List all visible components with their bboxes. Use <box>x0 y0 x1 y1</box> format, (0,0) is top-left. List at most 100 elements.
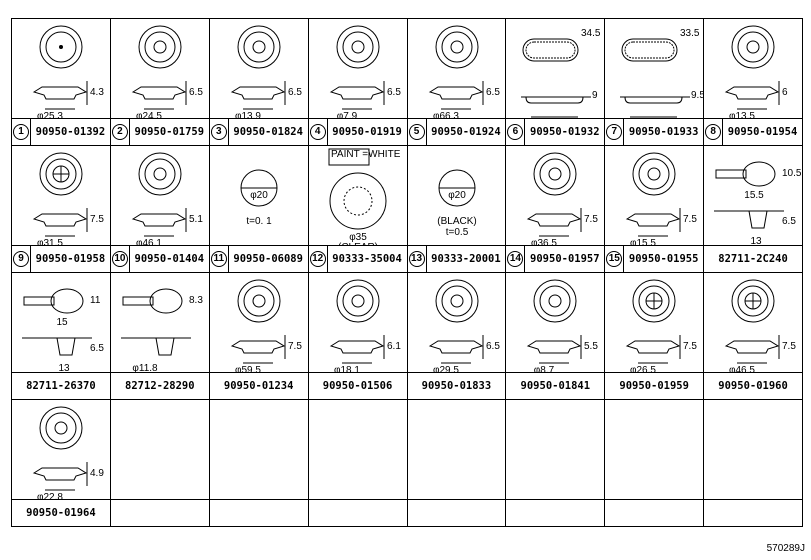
part-number-cell[interactable]: 12 90333-35004 <box>308 246 408 273</box>
dimension-label: φ46.5 <box>729 365 755 373</box>
part-number[interactable]: 90950-01957 <box>530 253 600 265</box>
part-number[interactable]: 90950-01933 <box>628 126 699 138</box>
callout-circle: 12 <box>309 251 326 267</box>
part-number[interactable]: 90950-06089 <box>233 253 303 265</box>
part-number[interactable]: 90950-01932 <box>530 126 600 138</box>
part-number[interactable]: 90950-01404 <box>134 253 205 265</box>
part-number-cell[interactable]: 90950-01833 <box>407 373 507 400</box>
dimension-label: φ31.5 <box>37 238 63 246</box>
part-number-cell[interactable]: 90950-01841 <box>506 373 606 400</box>
part-number[interactable]: 90950-01960 <box>718 380 788 392</box>
part-number[interactable]: 90950-01958 <box>35 253 106 265</box>
dimension-label: φ35 <box>349 232 367 243</box>
part-number-cell[interactable]: 82712-28290 <box>110 373 210 400</box>
part-number[interactable]: 90950-01759 <box>134 126 205 138</box>
part-number[interactable]: 90950-01955 <box>628 253 699 265</box>
part-number[interactable]: 82711-26370 <box>26 380 96 392</box>
dimension-label: φ18.1 <box>334 365 360 373</box>
dimension-label: 15 <box>56 317 68 328</box>
oval-plug-drawing: 34.574.59 <box>521 28 601 118</box>
part-number-cell[interactable]: 82711-2C240 <box>704 246 803 273</box>
dimension-label: φ13.5 <box>729 111 755 119</box>
callout-circle: 4 <box>309 124 326 140</box>
part-number-cell[interactable]: 82711-26370 <box>12 373 111 400</box>
dimension-label: φ24.5 <box>136 111 162 119</box>
empty-cell <box>704 500 803 527</box>
dimension-label: 33.5 <box>680 28 700 39</box>
empty-cell <box>605 400 705 500</box>
part-number[interactable]: 90950-01919 <box>332 126 402 138</box>
callout-circle: 15 <box>606 251 623 267</box>
oval-plug-icon[interactable]: 34.574.59 <box>506 19 606 119</box>
dimension-label: PAINT =WHITE <box>331 149 401 160</box>
part-number-cell[interactable]: 4 90950-01919 <box>308 119 408 146</box>
part-number[interactable]: 90950-01959 <box>619 380 689 392</box>
part-number[interactable]: 90950-01234 <box>223 380 294 392</box>
part-number[interactable]: 90950-01392 <box>35 126 106 138</box>
part-number[interactable]: 90950-01924 <box>431 126 501 138</box>
tape-disc-icon[interactable]: φ20(BLACK)t=0.5 <box>407 146 507 246</box>
part-number[interactable]: 90950-01506 <box>322 380 393 392</box>
part-number-cell[interactable]: 90950-01960 <box>704 373 803 400</box>
dimension-label: 9 <box>592 90 598 101</box>
oval-plug-icon[interactable]: 33.593.99.5 <box>605 19 705 119</box>
part-number-cell[interactable]: 90950-01964 <box>12 500 111 527</box>
part-number[interactable]: 90333-35004 <box>332 253 402 265</box>
part-number-cell[interactable]: 15 90950-01955 <box>605 246 705 273</box>
part-number[interactable]: 90950-01841 <box>520 380 591 392</box>
part-number[interactable]: 82711-2C240 <box>718 253 788 265</box>
dimension-label: φ29.5 <box>433 365 459 373</box>
dimension-label: 6.5 <box>189 87 203 98</box>
part-number-cell[interactable]: 90950-01506 <box>308 373 408 400</box>
part-number[interactable]: 90950-01954 <box>727 126 798 138</box>
part-number[interactable]: 90950-01824 <box>233 126 303 138</box>
part-number[interactable]: 82712-28290 <box>125 380 195 392</box>
part-number-cell[interactable]: 90950-01959 <box>605 373 705 400</box>
part-number[interactable]: 90333-20001 <box>431 253 501 265</box>
ring-grommet-icon[interactable]: 6.5 φ24.5 <box>110 19 210 119</box>
part-number[interactable]: 90950-01833 <box>421 380 492 392</box>
part-number[interactable]: 90950-01964 <box>26 507 96 519</box>
part-number-cell[interactable]: 90950-01234 <box>209 373 309 400</box>
